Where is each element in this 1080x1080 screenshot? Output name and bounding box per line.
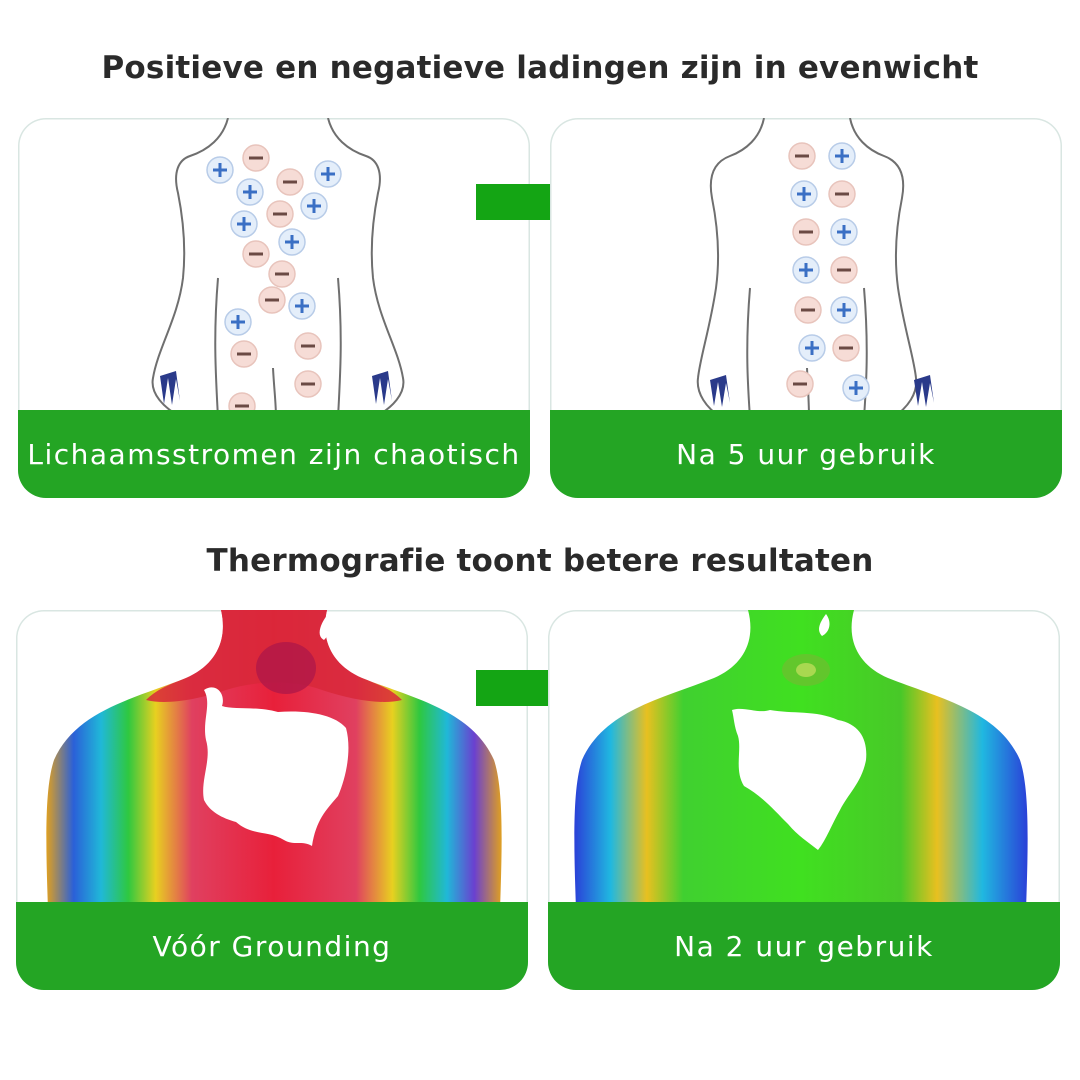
positive-charge-icon	[288, 292, 316, 320]
body-outline-chaotic	[151, 118, 405, 418]
section-title-thermography: Thermografie toont betere resultaten	[206, 543, 874, 579]
negative-charge-icon	[230, 340, 258, 368]
negative-charge-icon	[276, 168, 304, 196]
negative-charge-icon	[828, 180, 856, 208]
section-title-charges: Positieve en negatieve ladingen zijn in …	[101, 50, 979, 86]
negative-charge-icon	[792, 218, 820, 246]
body-outline-balanced	[696, 118, 934, 418]
positive-charge-icon	[798, 334, 826, 362]
negative-charge-icon	[294, 332, 322, 360]
caption-charges-after: Na 5 uur gebruik	[550, 410, 1062, 498]
caption-thermo-after: Na 2 uur gebruik	[548, 902, 1060, 990]
negative-charge-icon	[258, 286, 286, 314]
thermal-image-before	[46, 610, 502, 910]
positive-charge-icon	[206, 156, 234, 184]
negative-charge-icon	[294, 370, 322, 398]
positive-charge-icon	[842, 374, 870, 402]
negative-charge-icon	[832, 334, 860, 362]
positive-charge-icon	[792, 256, 820, 284]
panel-thermo-after: Na 2 uur gebruik	[548, 610, 1060, 990]
negative-charge-icon	[266, 200, 294, 228]
panel-charges-after: Na 5 uur gebruik	[550, 118, 1062, 498]
positive-charge-icon	[230, 210, 258, 238]
positive-charge-icon	[236, 178, 264, 206]
negative-charge-icon	[794, 296, 822, 324]
positive-charge-icon	[224, 308, 252, 336]
thermal-image-after	[574, 610, 1028, 910]
caption-thermo-before: Vóór Grounding	[16, 902, 528, 990]
negative-charge-icon	[242, 240, 270, 268]
positive-charge-icon	[278, 228, 306, 256]
negative-charge-icon	[786, 370, 814, 398]
positive-charge-icon	[830, 218, 858, 246]
panel-thermo-before: Vóór Grounding	[16, 610, 528, 990]
panel-charges-before: Lichaamsstromen zijn chaotisch	[18, 118, 530, 498]
positive-charge-icon	[828, 142, 856, 170]
negative-charge-icon	[788, 142, 816, 170]
positive-charge-icon	[314, 160, 342, 188]
positive-charge-icon	[790, 180, 818, 208]
negative-charge-icon	[242, 144, 270, 172]
positive-charge-icon	[300, 192, 328, 220]
caption-charges-before: Lichaamsstromen zijn chaotisch	[18, 410, 530, 498]
negative-charge-icon	[830, 256, 858, 284]
negative-charge-icon	[268, 260, 296, 288]
positive-charge-icon	[830, 296, 858, 324]
